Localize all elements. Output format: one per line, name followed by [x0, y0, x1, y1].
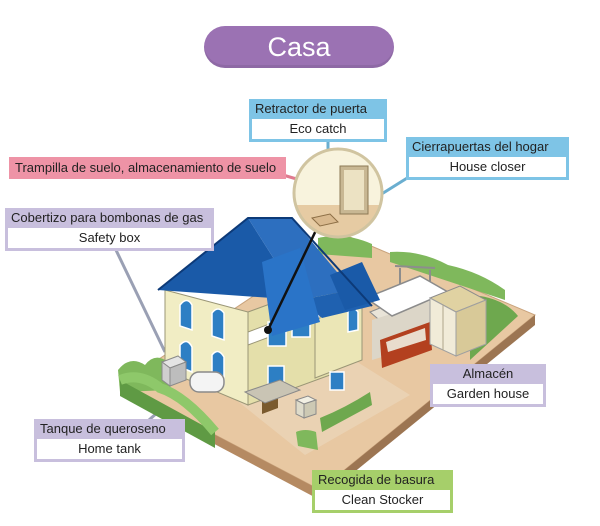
kerosene-tank	[190, 372, 224, 392]
callout-garbage-product: Clean Stocker	[315, 490, 450, 510]
callout-house-closer-title: Cierrapuertas del hogar	[406, 137, 569, 157]
callout-kerosene-tank-product: Home tank	[37, 439, 182, 459]
callout-house-closer-product: House closer	[409, 157, 566, 177]
callout-storage-title: Almacén	[430, 364, 546, 384]
callout-house-closer: Cierrapuertas del hogar House closer	[406, 137, 569, 180]
callout-gas-shed: Cobertizo para bombonas de gas Safety bo…	[5, 208, 214, 251]
callout-garbage: Recogida de basura Clean Stocker	[312, 470, 453, 513]
detail-magnifier	[294, 149, 382, 240]
callout-gas-shed-title: Cobertizo para bombonas de gas	[5, 208, 214, 228]
callout-storage-product: Garden house	[433, 384, 543, 404]
callout-door-retractor: Retractor de puerta Eco catch	[249, 99, 387, 142]
garbage-stocker	[296, 396, 316, 418]
callout-gas-shed-product: Safety box	[8, 228, 211, 248]
callout-kerosene-tank: Tanque de queroseno Home tank	[34, 419, 185, 462]
callout-storage: Almacén Garden house	[430, 364, 546, 407]
callout-garbage-title: Recogida de basura	[312, 470, 453, 490]
callout-door-retractor-product: Eco catch	[252, 119, 384, 139]
callout-floor-hatch: Trampilla de suelo, almacenamiento de su…	[9, 157, 286, 179]
gas-shed	[162, 356, 186, 386]
callout-door-retractor-title: Retractor de puerta	[249, 99, 387, 119]
storage-shed	[430, 286, 486, 356]
callout-floor-hatch-title: Trampilla de suelo, almacenamiento de su…	[9, 157, 286, 179]
callout-kerosene-tank-title: Tanque de queroseno	[34, 419, 185, 439]
